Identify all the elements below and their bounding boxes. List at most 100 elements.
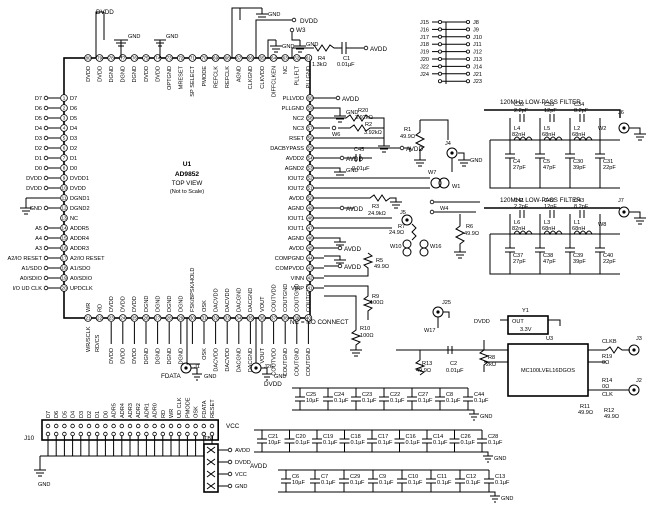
r13-label: R13 bbox=[422, 361, 432, 367]
pin-27 bbox=[153, 314, 162, 322]
pin-num: 10 bbox=[61, 186, 67, 191]
decoupling-cap bbox=[477, 430, 487, 452]
pin-num: 20 bbox=[61, 286, 67, 291]
pin-num: 25 bbox=[132, 316, 138, 321]
decoupling-cap-val: 0.1µF bbox=[321, 480, 336, 486]
series-cap-wire bbox=[569, 118, 601, 140]
jumper-pin bbox=[437, 34, 442, 39]
decoupling-cap bbox=[426, 470, 436, 492]
jumper-pin bbox=[437, 42, 442, 47]
inductor-val: 68nH bbox=[572, 132, 585, 138]
pin-ext: D5 bbox=[35, 116, 42, 122]
ic-part: AD9852 bbox=[175, 171, 200, 178]
ic-u1: U1 AD9852 TOP VIEW (Not to Scale) 80DVDD… bbox=[7, 54, 324, 376]
fdata-label: FDATA bbox=[161, 373, 182, 380]
j3-label: J3 bbox=[636, 336, 642, 342]
shunt-cap-ref: C38 bbox=[543, 253, 553, 259]
pin-name: DGND bbox=[155, 296, 161, 312]
pin-11 bbox=[60, 194, 68, 202]
pin-num: 80 bbox=[85, 56, 91, 61]
pin-ext: DGND bbox=[167, 348, 173, 364]
decoupling-cap-val: 0.1µF bbox=[379, 480, 394, 486]
pin-34 bbox=[235, 314, 243, 322]
pin-ext: COUTGND bbox=[306, 348, 312, 376]
pin-connector bbox=[43, 205, 49, 211]
pin-name: D6 bbox=[70, 106, 77, 112]
pin-num: 14 bbox=[61, 226, 67, 231]
pin-num: 49 bbox=[307, 206, 313, 211]
pin-num: 1 bbox=[63, 96, 66, 101]
j10-pin bbox=[78, 423, 83, 429]
lpf1-title: 120MHz LOW-PASS FILTER bbox=[500, 99, 581, 106]
pin-16 bbox=[60, 244, 68, 252]
pin-name: COMPVDD bbox=[275, 266, 304, 272]
pin-name: VOUT bbox=[260, 296, 266, 312]
jumper-out: J23 bbox=[473, 79, 482, 85]
pin-4 bbox=[60, 124, 68, 132]
w10-label: W10 bbox=[390, 244, 402, 250]
j10-pin-name: D0 bbox=[103, 411, 109, 418]
r1-label: R1 bbox=[404, 127, 411, 133]
j10-pin-name: D5 bbox=[62, 411, 68, 418]
decoupling-cap bbox=[351, 388, 361, 410]
pin-connector bbox=[43, 135, 49, 141]
jumper-pin bbox=[465, 57, 470, 62]
pin-73 bbox=[165, 54, 174, 62]
c1-value: 0.01µF bbox=[337, 62, 355, 68]
gnd-j1: GND bbox=[204, 374, 216, 380]
lpf2-parts: C412.2pFC4212pFC438.2pFL682nHL368nHL168n… bbox=[505, 198, 616, 274]
clk-label: CLK bbox=[602, 392, 613, 398]
pin-num: 51 bbox=[307, 186, 313, 191]
pin-30 bbox=[188, 314, 197, 322]
decoupling-cap-ref: C29 bbox=[350, 474, 360, 480]
j10-pin-name: ADR3 bbox=[128, 403, 134, 418]
decoupling-cap bbox=[449, 430, 460, 452]
ic-view: TOP VIEW bbox=[172, 180, 203, 187]
pin-67 bbox=[235, 54, 243, 62]
pin-12 bbox=[60, 204, 68, 212]
pin-name: IOUT2 bbox=[288, 176, 304, 182]
pin-name: OSK bbox=[202, 300, 208, 312]
decoupling-cap-val: 0.1µF bbox=[362, 398, 377, 404]
pin-connector bbox=[43, 95, 49, 101]
pin-connector bbox=[43, 115, 49, 121]
top-nets: DVDD GND GND GND DVDD W3 GND GND R4 1.3k… bbox=[95, 7, 387, 68]
gnd-pll: GND bbox=[346, 110, 358, 116]
pin-36 bbox=[258, 314, 266, 322]
pin-num: 23 bbox=[109, 316, 115, 321]
net-dvdd-top2: DVDD bbox=[300, 18, 318, 25]
j10-pin bbox=[201, 423, 206, 429]
j10-pin-name: D4 bbox=[71, 411, 77, 418]
pin-name: DGND bbox=[121, 66, 127, 82]
pin-num: 26 bbox=[143, 316, 149, 321]
gnd-top-5: GND bbox=[306, 42, 318, 48]
pin-ext: D3 bbox=[35, 136, 42, 142]
pin-63 bbox=[281, 54, 290, 62]
pin-num: 35 bbox=[248, 316, 254, 321]
j10-pin bbox=[94, 423, 100, 429]
pin-num: 46 bbox=[307, 236, 313, 241]
decoupling-cap-val: 0.1µF bbox=[323, 440, 338, 446]
series-cap bbox=[519, 114, 525, 122]
clock-section: J25 W17 Y1 OUT 3.3V DVDD R13 49.9Ω C2 0.… bbox=[396, 300, 642, 420]
pin-2 bbox=[60, 104, 68, 112]
decoupling-cap-val: 0.1µF bbox=[296, 440, 311, 446]
pin-name: CLKGND bbox=[248, 66, 254, 89]
pin-name: VINN bbox=[291, 276, 304, 282]
pin-ext: I/O UD CLK bbox=[12, 286, 42, 292]
series-cap-val: 2.2pF bbox=[514, 108, 529, 114]
pin-num: 63 bbox=[283, 56, 289, 61]
pin-name: DACVDD bbox=[225, 288, 231, 312]
pin-ext: DVDD bbox=[132, 348, 138, 364]
rail-label: VCC bbox=[226, 423, 240, 430]
pin-ext: A0/SDIO bbox=[20, 276, 43, 282]
pin-33 bbox=[223, 314, 232, 322]
pin-num: 57 bbox=[307, 126, 313, 131]
u3-label: U3 bbox=[546, 336, 553, 342]
j10-pin-name: RD bbox=[161, 410, 167, 418]
pin-74 bbox=[153, 54, 162, 62]
pin-name: CLKVDD bbox=[260, 66, 266, 89]
decoupling-cap-ref: C28 bbox=[488, 434, 498, 440]
decoupling-cap bbox=[484, 470, 494, 492]
pin-num: 38 bbox=[283, 316, 289, 321]
